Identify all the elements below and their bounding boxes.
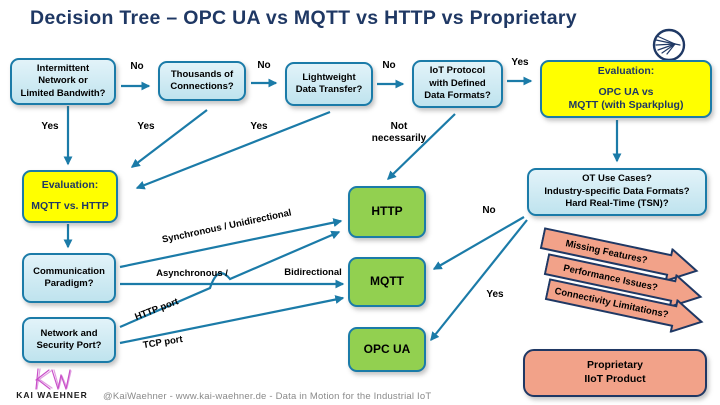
callout-connectivity-limitations: Connectivity Limitations? <box>543 272 707 339</box>
node-http: HTTP <box>348 186 426 238</box>
edge-label-yes-top: Yes <box>511 57 529 68</box>
edge-label-yes-3: Yes <box>250 121 268 132</box>
node-evaluation-opcua-mqtt: Evaluation: OPC UA vs MQTT (with Sparkpl… <box>540 60 712 118</box>
edge-ot-yes-to-opcua <box>430 219 528 342</box>
fat-arrow-icon <box>543 253 703 309</box>
edge-label-ot-no: No <box>482 205 496 216</box>
edge-not-necessarily <box>387 113 456 180</box>
kw-logo-icon <box>35 368 72 390</box>
node-mqtt: MQTT <box>348 257 426 307</box>
fat-arrow-icon <box>539 227 699 283</box>
edge-label-ot-yes: Yes <box>486 289 504 300</box>
footer-tagline: @KaiWaehner - www.kai-waehner.de - Data … <box>103 391 432 402</box>
kai-waehner-logo-text: KAI WAEHNER <box>16 390 88 400</box>
edge-label-not-necessarily: Not necessarily <box>371 121 427 144</box>
edge-label-yes-2: Yes <box>137 121 155 132</box>
edge-label-asynchronous: Asynchronous / <box>156 268 228 279</box>
node-network-security-port: Network and Security Port? <box>22 317 116 363</box>
edge-sync-to-http <box>119 218 343 269</box>
callout-performance-issues: Performance Issues? <box>542 247 706 314</box>
edge-yes-diag-3 <box>135 110 331 190</box>
node-ot-use-cases: OT Use Cases? Industry-specific Data For… <box>527 168 707 216</box>
node-opc-ua: OPC UA <box>348 327 426 372</box>
node-thousands-connections: Thousands of Connections? <box>158 61 246 101</box>
edge-ot-no-to-mqtt <box>432 216 525 270</box>
edge-label-yes-1: Yes <box>41 121 59 132</box>
node-lightweight-transfer: Lightweight Data Transfer? <box>285 62 373 106</box>
edge-yes-diag-2 <box>130 109 208 168</box>
edge-label-bidirectional: Bidirectional <box>284 267 342 278</box>
page-title: Decision Tree – OPC UA vs MQTT vs HTTP v… <box>30 7 577 29</box>
edge-label-no-1: No <box>130 61 144 72</box>
node-proprietary-iiot: Proprietary IIoT Product <box>523 349 707 397</box>
node-communication-paradigm: Communication Paradigm? <box>22 253 116 303</box>
spark-logo-icon <box>652 28 686 62</box>
fat-arrow-icon <box>544 278 704 334</box>
node-intermittent-network: Intermittent Network or Limited Bandwith… <box>10 58 116 105</box>
edge-label-no-3: No <box>382 60 396 71</box>
node-evaluation-mqtt-http: Evaluation: MQTT vs. HTTP <box>22 170 118 223</box>
callout-missing-features: Missing Features? <box>538 221 702 288</box>
edge-tcpport-to-mqtt <box>119 295 345 345</box>
edge-httpport-to-http <box>119 230 341 329</box>
edge-label-no-2: No <box>257 60 271 71</box>
node-iot-protocol: IoT Protocol with Defined Data Formats? <box>412 60 503 108</box>
